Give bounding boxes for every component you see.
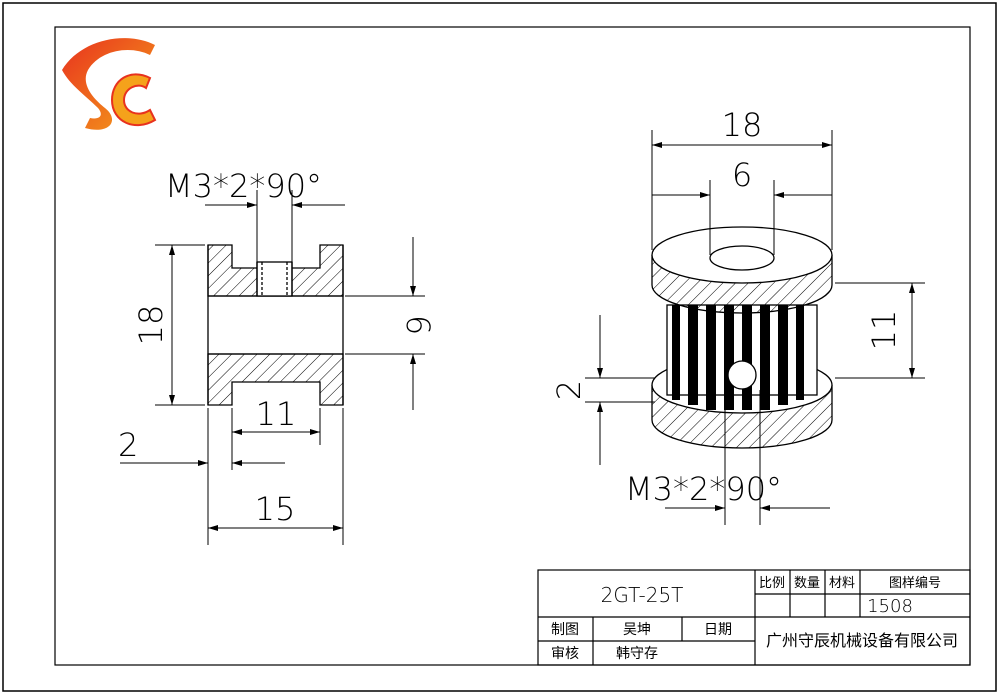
right-bore-label: 6 xyxy=(732,156,752,194)
company-name: 广州守辰机械设备有限公司 xyxy=(766,631,958,650)
left-thread-label: M3*2*90° xyxy=(165,167,322,205)
part-name: 2GT-25T xyxy=(601,583,684,607)
checked-label: 审核 xyxy=(551,646,579,662)
logo-c xyxy=(110,73,157,127)
left-bore-label: 6 xyxy=(399,315,437,335)
logo-swirl xyxy=(62,38,155,130)
right-outer-label: 18 xyxy=(722,106,763,144)
company-logo: SC xyxy=(62,38,157,130)
material-label: 材料 xyxy=(829,576,855,591)
left-dimensions xyxy=(120,190,425,545)
right-dimensions xyxy=(585,130,925,525)
qty-label: 数量 xyxy=(794,576,820,591)
inner-frame xyxy=(54,26,971,666)
right-hub-label: 2 xyxy=(550,380,588,400)
right-pulley-view xyxy=(651,226,833,449)
left-flange-label: 2 xyxy=(118,426,138,464)
drawn-by: 吴坤 xyxy=(623,622,651,638)
scale-label: 比例 xyxy=(759,576,785,591)
left-height-label: 18 xyxy=(132,305,170,346)
left-inner-width-label: 11 xyxy=(256,395,297,433)
left-total-width-label: 15 xyxy=(255,490,296,528)
checked-by: 韩守存 xyxy=(616,646,658,662)
title-block xyxy=(537,569,971,666)
drawing-no-label: 图样编号 xyxy=(889,576,941,591)
drawing-no: 1508 xyxy=(867,596,913,617)
right-thread-label: M3*2*90° xyxy=(625,470,782,508)
teeth-stripes xyxy=(672,305,804,410)
left-section-view xyxy=(207,244,344,406)
right-teeth-label: 11 xyxy=(865,310,903,351)
date-label: 日期 xyxy=(704,622,732,638)
bore-hole xyxy=(709,245,775,271)
drawn-label: 制图 xyxy=(551,622,579,638)
